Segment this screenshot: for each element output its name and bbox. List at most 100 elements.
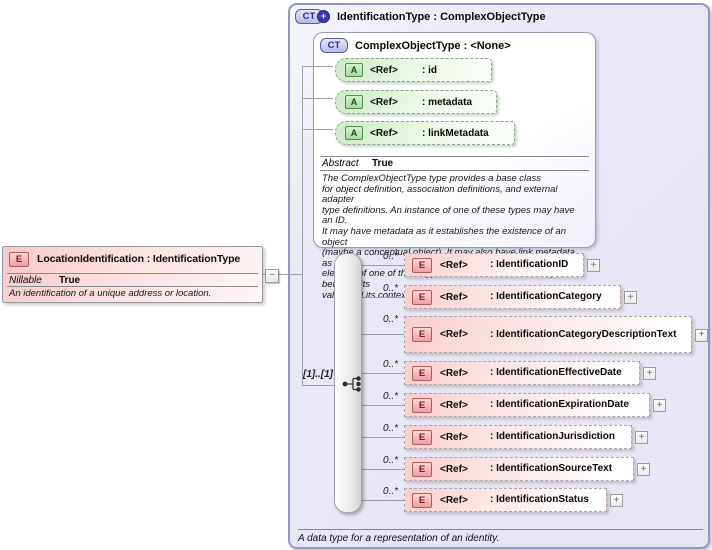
element-row: 0..* E <Ref> : IdentificationStatus +: [383, 486, 623, 512]
divider: [320, 170, 589, 171]
element-row: 0..* E <Ref> : IdentificationJurisdictio…: [383, 423, 648, 449]
connector-line: [302, 129, 333, 130]
occurrence-label: 0..*: [382, 314, 398, 325]
element-node-identificationjurisdiction[interactable]: E <Ref> : IdentificationJurisdiction: [404, 425, 632, 449]
attribute-badge-icon: A: [345, 126, 363, 140]
occurrence-label: 0..*: [382, 486, 398, 497]
expand-button[interactable]: +: [635, 431, 648, 444]
element-node-identificationcategorydescriptiontext[interactable]: E <Ref> : IdentificationCategoryDescript…: [404, 316, 692, 353]
expand-button[interactable]: +: [695, 328, 708, 342]
connector-line: [302, 98, 333, 99]
abstract-value: True: [372, 158, 394, 169]
element-node-identificationcategory[interactable]: E <Ref> : IdentificationCategory: [404, 285, 621, 309]
element-node-identificationid[interactable]: E <Ref> : IdentificationID: [404, 253, 584, 277]
attribute-node-linkmetadata[interactable]: A <Ref> : linkMetadata: [335, 121, 515, 145]
divider: [7, 273, 258, 274]
element-name: : IdentificationCategory: [490, 291, 602, 302]
element-ref: <Ref>: [440, 291, 468, 303]
element-badge-icon: E: [412, 289, 432, 305]
element-badge-icon: E: [412, 365, 432, 381]
sequence-icon: [342, 376, 361, 392]
element-ref: <Ref>: [440, 329, 468, 340]
nillable-value: True: [59, 275, 81, 286]
element-ref: <Ref>: [440, 431, 468, 443]
element-node-locationidentification[interactable]: E LocationIdentification : Identificatio…: [2, 246, 263, 303]
element-name: : IdentificationSourceText: [490, 463, 613, 474]
element-name: : IdentificationExpirationDate: [490, 399, 629, 410]
connector-line: [360, 334, 404, 335]
abstract-label: Abstract: [322, 158, 359, 169]
element-row: 0..* E <Ref> : IdentificationID +: [383, 251, 600, 277]
element-header: E LocationIdentification : Identificatio…: [3, 247, 262, 271]
element-name: : IdentificationID: [490, 259, 569, 270]
element-row: 0..* E <Ref> : IdentificationExpirationD…: [383, 391, 666, 417]
element-row: 0..* E <Ref> : IdentificationEffectiveDa…: [383, 359, 656, 385]
connector-line: [360, 265, 404, 266]
attribute-node-metadata[interactable]: A <Ref> : metadata: [335, 90, 497, 114]
base-type-header: CT ComplexObjectType : <None>: [320, 38, 511, 53]
attribute-name: : metadata: [422, 96, 473, 108]
attribute-ref: <Ref>: [370, 127, 398, 139]
element-name: : IdentificationJurisdiction: [490, 431, 616, 442]
element-row: 0..* E <Ref> : IdentificationCategoryDes…: [383, 314, 708, 353]
complex-type-badge: CT +: [295, 9, 330, 24]
expand-button[interactable]: +: [587, 259, 600, 272]
connector-line: [360, 469, 404, 470]
expand-button[interactable]: +: [624, 291, 637, 304]
expand-button[interactable]: +: [637, 463, 650, 476]
element-ref: <Ref>: [440, 463, 468, 475]
element-ref: <Ref>: [440, 494, 468, 506]
base-type-description: The ComplexObjectType type provides a ba…: [322, 173, 578, 301]
attribute-badge-icon: A: [345, 95, 363, 109]
element-node-identificationeffectivedate[interactable]: E <Ref> : IdentificationEffectiveDate: [404, 361, 640, 385]
connector-line: [302, 385, 334, 386]
divider: [298, 529, 703, 530]
expand-button[interactable]: +: [653, 399, 666, 412]
connector-line: [360, 437, 404, 438]
nillable-row: Nillable True: [9, 275, 80, 286]
element-node-identificationsourcetext[interactable]: E <Ref> : IdentificationSourceText: [404, 457, 634, 481]
element-title: LocationIdentification : IdentificationT…: [37, 253, 241, 265]
attribute-badge-icon: A: [345, 63, 363, 77]
element-node-identificationexpirationdate[interactable]: E <Ref> : IdentificationExpirationDate: [404, 393, 650, 417]
expand-button[interactable]: +: [610, 494, 623, 507]
attribute-name: : id: [422, 64, 437, 76]
occurrence-label: 0..*: [382, 391, 398, 402]
nillable-label: Nillable: [9, 275, 42, 286]
occurrence-label: 0..*: [382, 251, 398, 262]
element-description: An identification of a unique address or…: [9, 288, 212, 299]
element-badge-icon: E: [412, 429, 432, 445]
attribute-ref: <Ref>: [370, 64, 398, 76]
occurrence-label: 0..*: [382, 283, 398, 294]
occurrence-label: 0..*: [382, 359, 398, 370]
element-badge-icon: E: [412, 492, 432, 508]
element-name: : IdentificationEffectiveDate: [490, 367, 622, 378]
element-node-identificationstatus[interactable]: E <Ref> : IdentificationStatus: [404, 488, 607, 512]
abstract-row: Abstract True: [322, 158, 393, 169]
attribute-ref: <Ref>: [370, 96, 398, 108]
element-badge-icon: E: [412, 397, 432, 413]
element-badge-icon: E: [9, 251, 29, 267]
divider: [320, 156, 589, 157]
connector-line: [261, 274, 302, 275]
occurrence-label: 0..*: [382, 423, 398, 434]
derived-plus-icon: +: [317, 10, 330, 23]
connector-line: [360, 500, 404, 501]
attribute-node-id[interactable]: A <Ref> : id: [335, 58, 492, 82]
collapse-button[interactable]: −: [265, 269, 279, 283]
complex-type-header: CT + IdentificationType : ComplexObjectT…: [295, 9, 546, 24]
type-caption: A data type for a representation of an i…: [298, 533, 500, 544]
element-badge-icon: E: [412, 461, 432, 477]
connector-line: [302, 66, 303, 385]
connector-line: [360, 373, 404, 374]
element-badge-icon: E: [412, 257, 432, 273]
connector-line: [360, 405, 404, 406]
element-name: : IdentificationCategoryDescriptionText: [490, 328, 677, 340]
element-row: 0..* E <Ref> : IdentificationCategory +: [383, 283, 637, 309]
element-ref: <Ref>: [440, 259, 468, 271]
element-ref: <Ref>: [440, 367, 468, 379]
base-type-node-complexobjecttype[interactable]: CT ComplexObjectType : <None> A <Ref> : …: [313, 32, 596, 300]
element-row: 0..* E <Ref> : IdentificationSourceText …: [383, 455, 650, 481]
expand-button[interactable]: +: [643, 367, 656, 380]
